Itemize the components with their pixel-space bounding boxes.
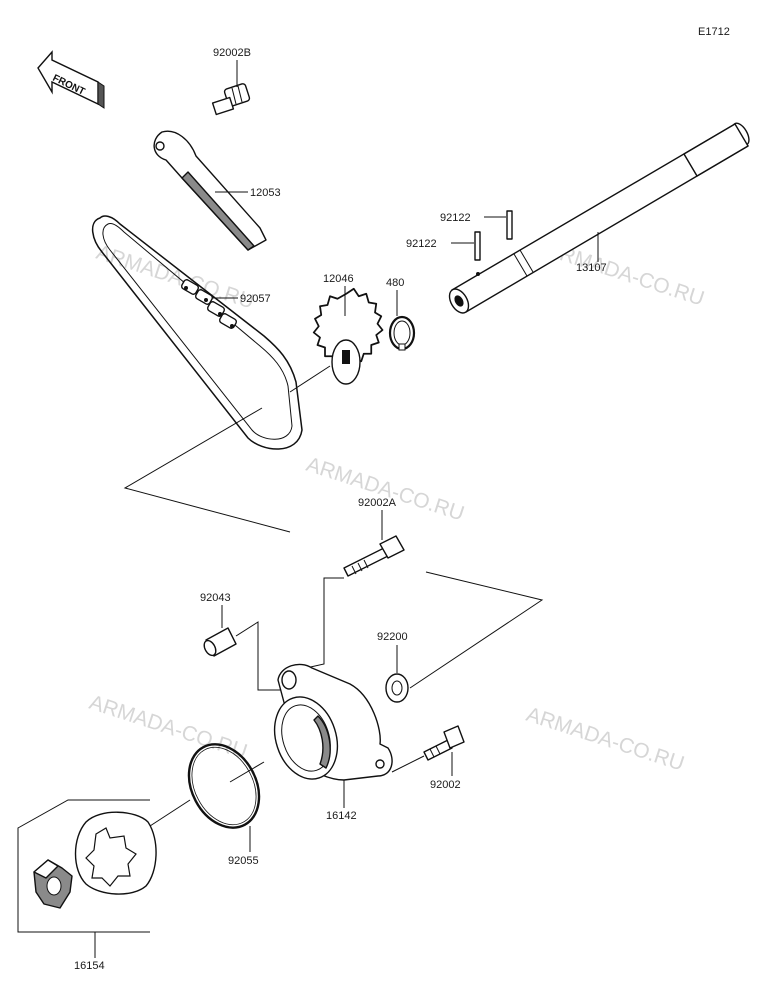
chain-loop [91,215,303,450]
watermark: ARMADA-CO.RU [93,241,257,314]
watermark: ARMADA-CO.RU [86,691,250,764]
label-92122-upper: 92122 [440,212,471,224]
label-12053: 12053 [250,187,281,199]
dowel-92043 [203,627,237,657]
label-16154: 16154 [74,960,105,972]
sprocket-12046 [312,287,384,385]
label-12046: 12046 [323,273,354,285]
shaft-13107 [448,122,750,314]
pin-92122-lower [474,231,481,261]
bolt-92002a [343,535,405,577]
outer-rotor-16154 [74,811,157,895]
chain-guide-12053 [153,130,267,251]
washer-92200 [385,673,409,703]
watermark: ARMADA-CO.RU [523,703,687,776]
circlip-480 [388,315,416,351]
label-480: 480 [386,277,404,289]
label-92002b: 92002B [213,47,251,59]
label-92200: 92200 [377,631,408,643]
label-92002: 92002 [430,779,461,791]
label-92002a: 92002A [358,497,397,509]
pump-body-16142 [273,663,393,781]
chain-links-92057 [180,279,238,329]
label-92043: 92043 [200,592,231,604]
front-arrow-icon: FRONT [37,50,105,109]
watermark: ARMADA-CO.RU [303,453,467,526]
label-92122-lower: 92122 [406,238,437,250]
label-16142: 16142 [326,810,357,822]
label-92055: 92055 [228,855,259,867]
o-ring-92055 [187,743,261,829]
pin-92122-upper [506,210,513,240]
inner-rotor-16154 [33,859,73,909]
bolt-92002 [423,725,465,761]
diagram-code: E1712 [698,26,730,38]
label-13107: 13107 [576,262,607,274]
bolt-92002b [211,83,251,116]
label-92057: 92057 [240,293,271,305]
